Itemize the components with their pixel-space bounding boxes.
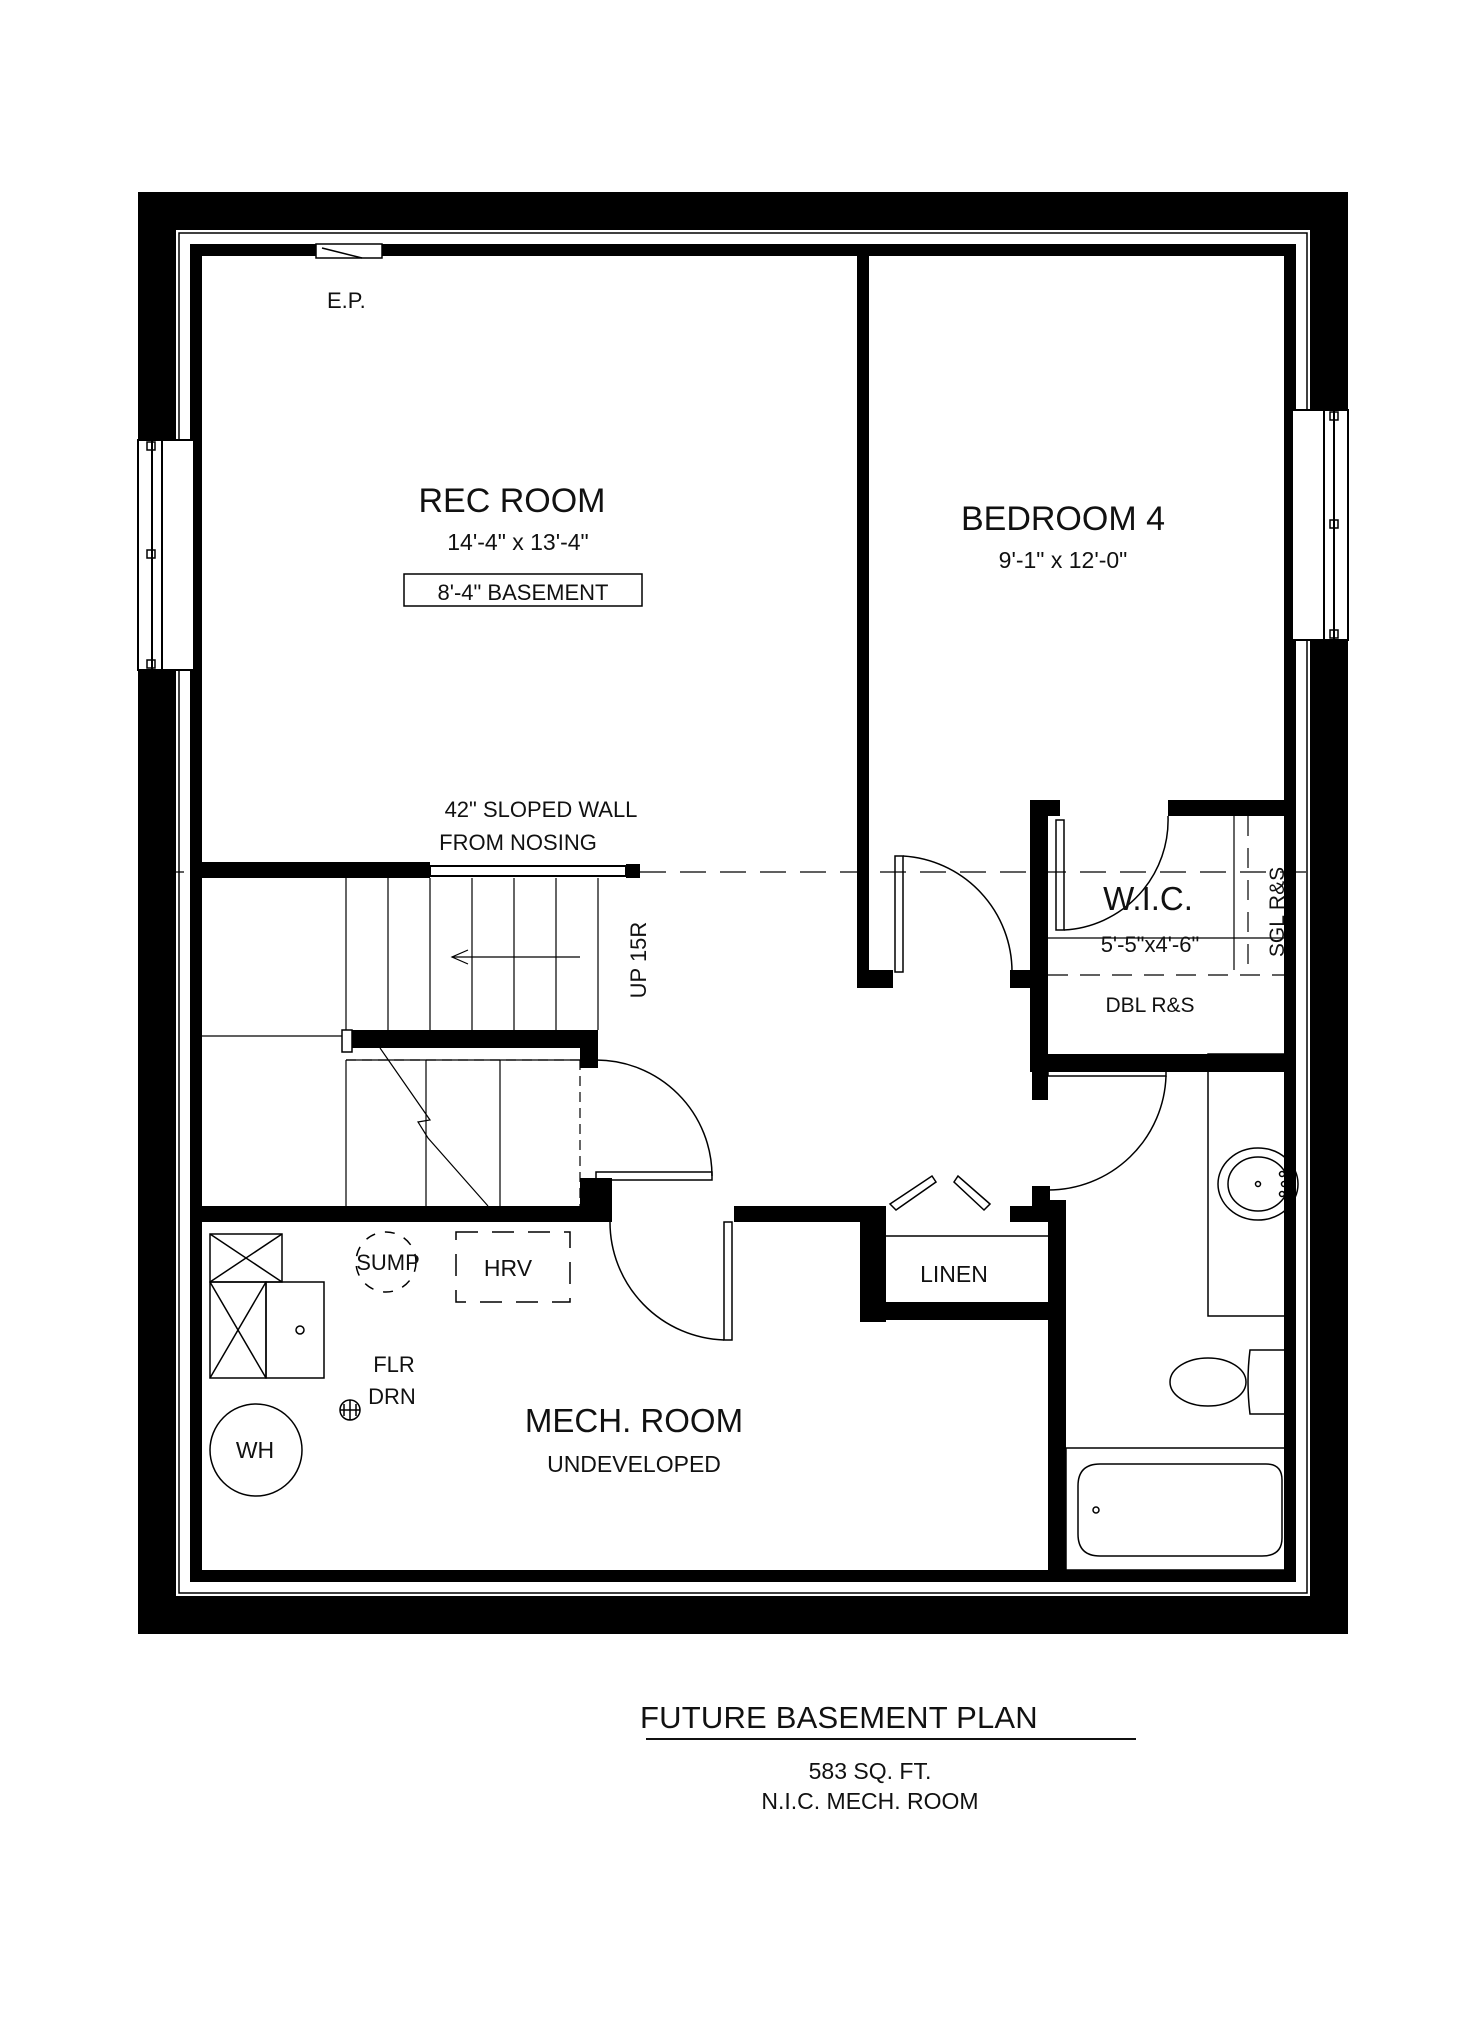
hrv-unit-icon bbox=[455, 1231, 571, 1303]
water-heater-label: WH bbox=[236, 1437, 274, 1463]
wic-door-icon bbox=[1055, 815, 1169, 931]
wic-dims: 5'-5"x4'-6" bbox=[1101, 932, 1200, 957]
plan-title-underline bbox=[646, 1738, 1136, 1740]
stair-post-icon bbox=[341, 1029, 353, 1053]
mech-room-status: UNDEVELOPED bbox=[547, 1451, 721, 1477]
linen-label: LINEN bbox=[920, 1261, 988, 1287]
bathtub-icon bbox=[1065, 1447, 1295, 1571]
floor-drain-label-line1: FLR bbox=[373, 1352, 415, 1377]
rec-room-title: REC ROOM bbox=[419, 482, 606, 520]
exterior-wall-outline bbox=[178, 232, 1308, 1594]
rec-room-dims: 14'-4" x 13'-4" bbox=[447, 529, 588, 555]
plan-title: FUTURE BASEMENT PLAN bbox=[640, 1700, 1038, 1735]
bedroom-door-icon bbox=[894, 855, 1013, 973]
vanity-icon bbox=[1207, 1053, 1293, 1317]
furnace-icon bbox=[209, 1233, 325, 1379]
floor-drain-label-line2: DRN bbox=[368, 1384, 416, 1409]
wic-title: W.I.C. bbox=[1103, 880, 1193, 917]
mech-room-title: MECH. ROOM bbox=[525, 1402, 743, 1439]
sloped-wall-note-line1: 42" SLOPED WALL bbox=[445, 797, 638, 822]
linen-bifold-door-icon bbox=[886, 1174, 1048, 1237]
window-right-icon bbox=[1291, 409, 1349, 641]
electrical-panel-label: E.P. bbox=[327, 288, 366, 313]
sloped-wall-note-line2: FROM NOSING bbox=[439, 830, 597, 855]
sloped-wall-railing-icon bbox=[429, 865, 627, 877]
bedroom-4-dims: 9'-1" x 12'-0" bbox=[999, 547, 1128, 573]
plan-note: N.I.C. MECH. ROOM bbox=[761, 1788, 979, 1814]
wic-shelving-icon bbox=[1048, 816, 1294, 976]
bedroom-4-title: BEDROOM 4 bbox=[961, 500, 1165, 538]
water-heater-icon bbox=[209, 1403, 303, 1497]
sump-pit-icon bbox=[355, 1231, 417, 1293]
ceiling-note-box bbox=[403, 573, 643, 607]
electrical-panel-icon bbox=[315, 243, 383, 259]
wic-single-shelf-label: SGL R&S bbox=[1266, 867, 1289, 957]
toilet-icon bbox=[1169, 1349, 1289, 1415]
sump-label: SUMP bbox=[356, 1250, 420, 1275]
stair-door-icon bbox=[595, 1059, 713, 1181]
rec-room-ceiling-note: 8'-4" BASEMENT bbox=[438, 580, 609, 605]
wic-double-shelf-label: DBL R&S bbox=[1105, 994, 1194, 1017]
mech-room-door-icon bbox=[609, 1221, 733, 1341]
staircase-icon bbox=[196, 878, 599, 1207]
window-left-icon bbox=[137, 439, 195, 671]
stairs-up-label: UP 15R bbox=[626, 922, 651, 999]
floor-plan: E.P. REC ROOM 14'-4" x 13'-4" 8'-4" BASE… bbox=[137, 192, 1349, 1634]
plan-area: 583 SQ. FT. bbox=[808, 1758, 932, 1784]
hrv-label: HRV bbox=[484, 1255, 533, 1281]
sink-icon bbox=[1217, 1147, 1299, 1221]
floor-drain-icon bbox=[339, 1399, 361, 1421]
bathroom-door-icon bbox=[1047, 1067, 1167, 1191]
